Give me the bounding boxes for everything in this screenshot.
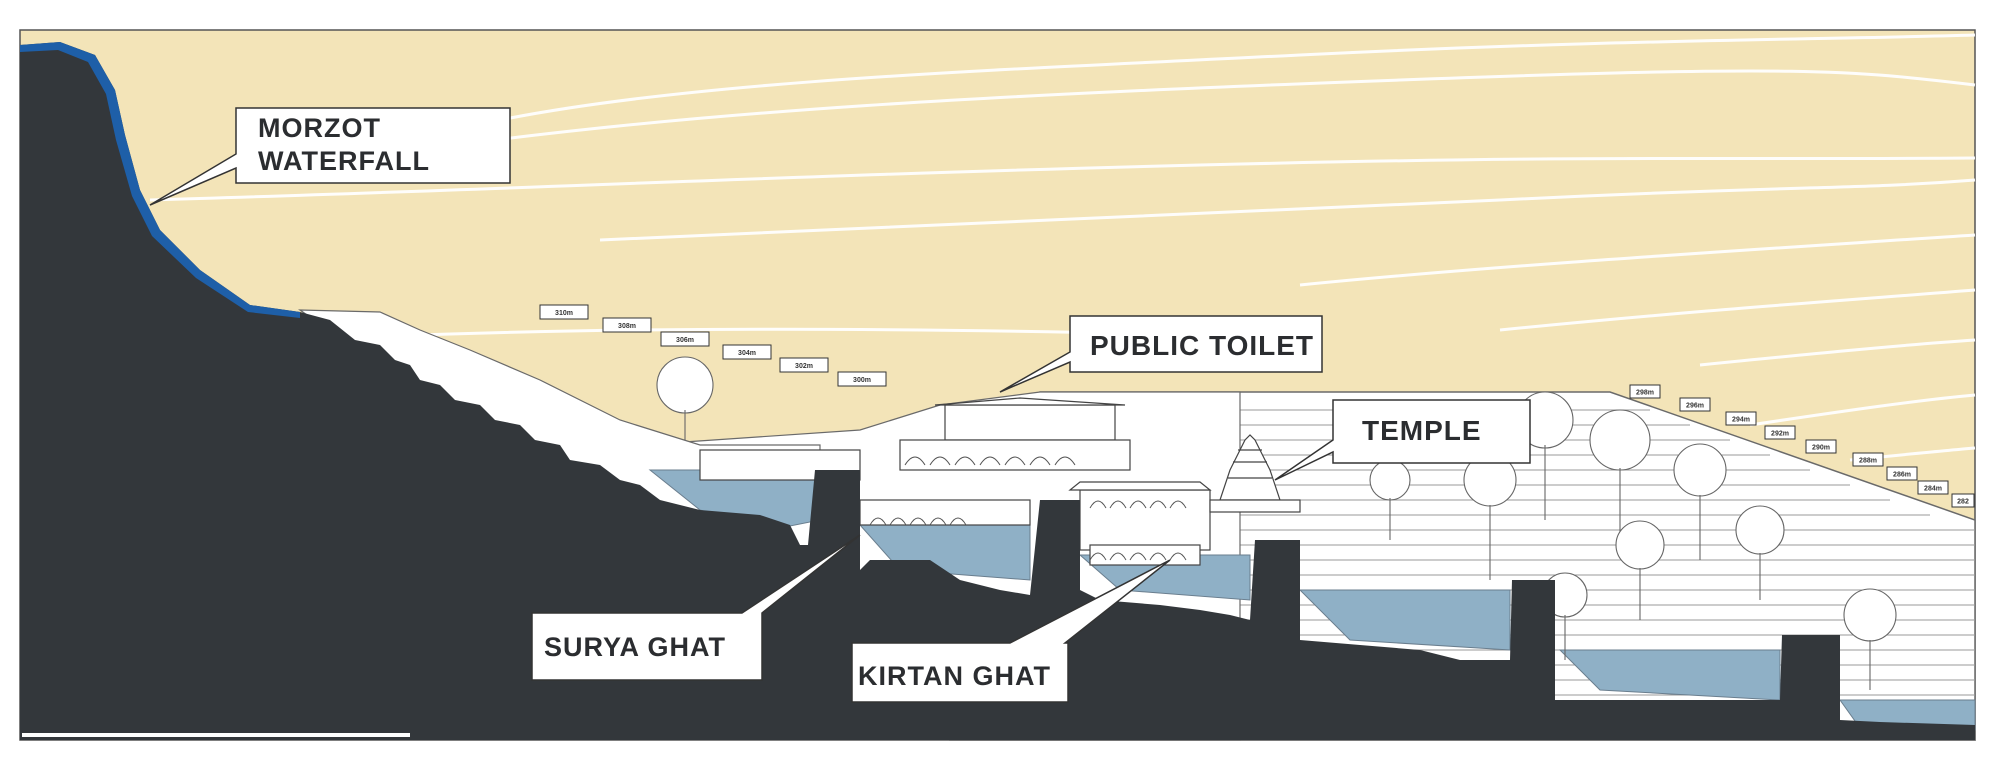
level-tag-label: 286m — [1893, 472, 1911, 479]
callout-temple-label: TEMPLE — [1362, 415, 1482, 446]
trees — [656, 356, 1897, 690]
callout-public-toilet: PUBLIC TOILET — [999, 315, 1323, 393]
level-tag: 292m — [1764, 425, 1796, 440]
level-tag: 286m — [1886, 466, 1918, 481]
level-tag: 300m — [837, 371, 887, 387]
level-tag: 302m — [779, 357, 829, 373]
level-tag: 288m — [1852, 452, 1884, 467]
level-tag: 282 — [1951, 493, 1975, 508]
temple-structure — [1209, 434, 1301, 513]
public-toilet-building — [944, 404, 1116, 441]
level-tag: 294m — [1725, 411, 1757, 426]
level-tag-label: 306m — [676, 337, 694, 344]
level-tag-label: 282 — [1957, 499, 1969, 506]
level-tag: 306m — [660, 331, 710, 347]
arcade-arches — [869, 456, 1187, 561]
level-tag-label: 292m — [1771, 431, 1789, 438]
buildings — [699, 397, 1212, 566]
level-tag-label: 304m — [738, 350, 756, 357]
level-tag: 296m — [1679, 397, 1711, 412]
level-tag-label: 290m — [1812, 445, 1830, 452]
level-tag: 298m — [1629, 384, 1661, 399]
callout-kirtan-ghat: KIRTAN GHAT — [851, 559, 1171, 703]
level-tag: 284m — [1917, 480, 1949, 495]
level-tag: 308m — [602, 317, 652, 333]
level-tag-label: 310m — [555, 310, 573, 317]
callout-temple: TEMPLE — [1274, 399, 1531, 481]
callout-kirtan-ghat-label: KIRTAN GHAT — [858, 661, 1051, 691]
callout-waterfall: MORZOT WATERFALL — [149, 107, 511, 206]
level-tag-label: 308m — [618, 323, 636, 330]
level-tag-label: 288m — [1859, 458, 1877, 465]
level-tag-label: 284m — [1924, 486, 1942, 493]
terrain-section — [20, 42, 1975, 740]
kirtan-hall — [1079, 489, 1211, 551]
callout-surya-ghat-label: SURYA GHAT — [544, 632, 726, 662]
level-tag: 304m — [722, 344, 772, 360]
level-tag-label: 302m — [795, 363, 813, 370]
level-tags-upper: 310m 308m 306m 304m 302m 300m — [539, 304, 887, 387]
level-tags-lower: 298m 296m 294m 292m 290m 288m 286m 284m … — [1629, 384, 1975, 508]
level-tag-label: 296m — [1686, 403, 1704, 410]
callout-waterfall-line1: MORZOT — [258, 113, 381, 143]
callout-surya-ghat: SURYA GHAT — [531, 534, 861, 681]
callout-public-toilet-label: PUBLIC TOILET — [1090, 330, 1314, 361]
level-tag: 290m — [1805, 439, 1837, 454]
level-tag-label: 298m — [1636, 390, 1654, 397]
callout-waterfall-line2: WATERFALL — [258, 146, 430, 176]
level-tag: 310m — [539, 304, 589, 320]
level-tag-label: 300m — [853, 377, 871, 384]
level-tag-label: 294m — [1732, 417, 1750, 424]
